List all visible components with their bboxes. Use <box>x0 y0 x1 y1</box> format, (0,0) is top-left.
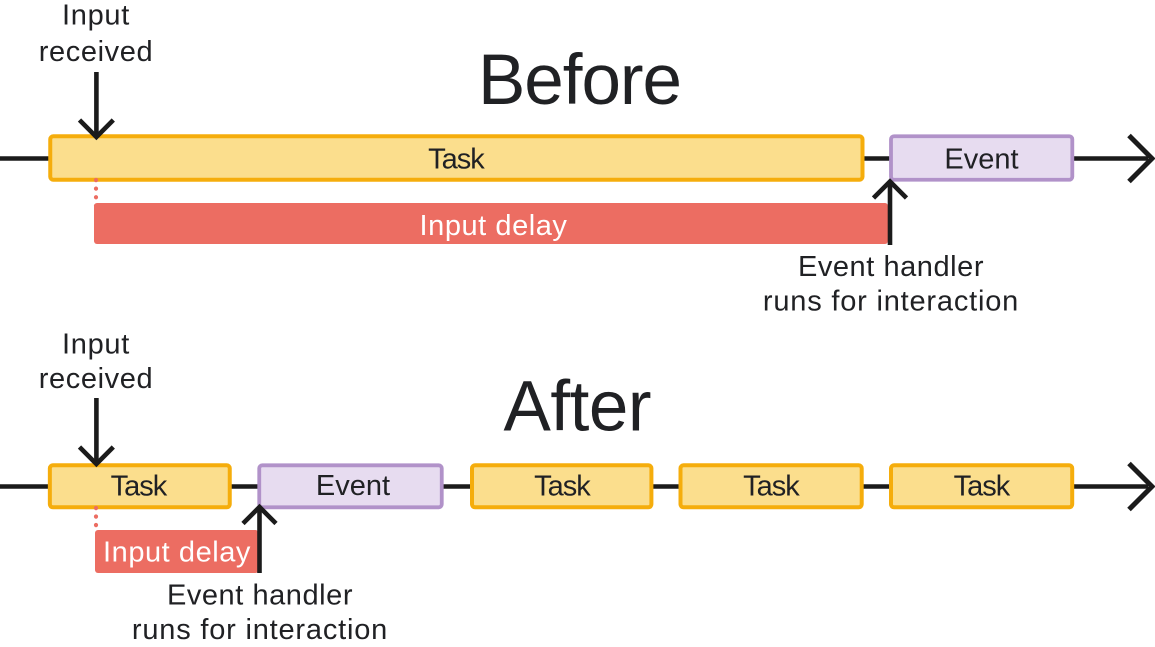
svg-text:Task: Task <box>743 471 800 503</box>
svg-text:received: received <box>39 36 153 68</box>
svg-text:runs for interaction: runs for interaction <box>763 286 1019 318</box>
svg-text:Task: Task <box>111 471 168 503</box>
svg-text:Input delay: Input delay <box>420 210 568 242</box>
svg-text:Event handler: Event handler <box>167 580 353 612</box>
svg-text:Task: Task <box>534 471 591 503</box>
svg-text:runs for interaction: runs for interaction <box>132 614 388 646</box>
svg-text:Event: Event <box>944 144 1018 176</box>
svg-text:Event: Event <box>316 470 390 502</box>
svg-text:Input: Input <box>62 329 130 361</box>
svg-text:Before: Before <box>478 41 682 120</box>
svg-text:Input delay: Input delay <box>103 537 251 569</box>
svg-text:Input: Input <box>62 0 130 32</box>
svg-text:Task: Task <box>428 144 485 176</box>
svg-text:Event handler: Event handler <box>798 251 984 283</box>
svg-text:Task: Task <box>954 471 1011 503</box>
svg-text:received: received <box>39 363 153 395</box>
svg-text:After: After <box>504 368 652 447</box>
